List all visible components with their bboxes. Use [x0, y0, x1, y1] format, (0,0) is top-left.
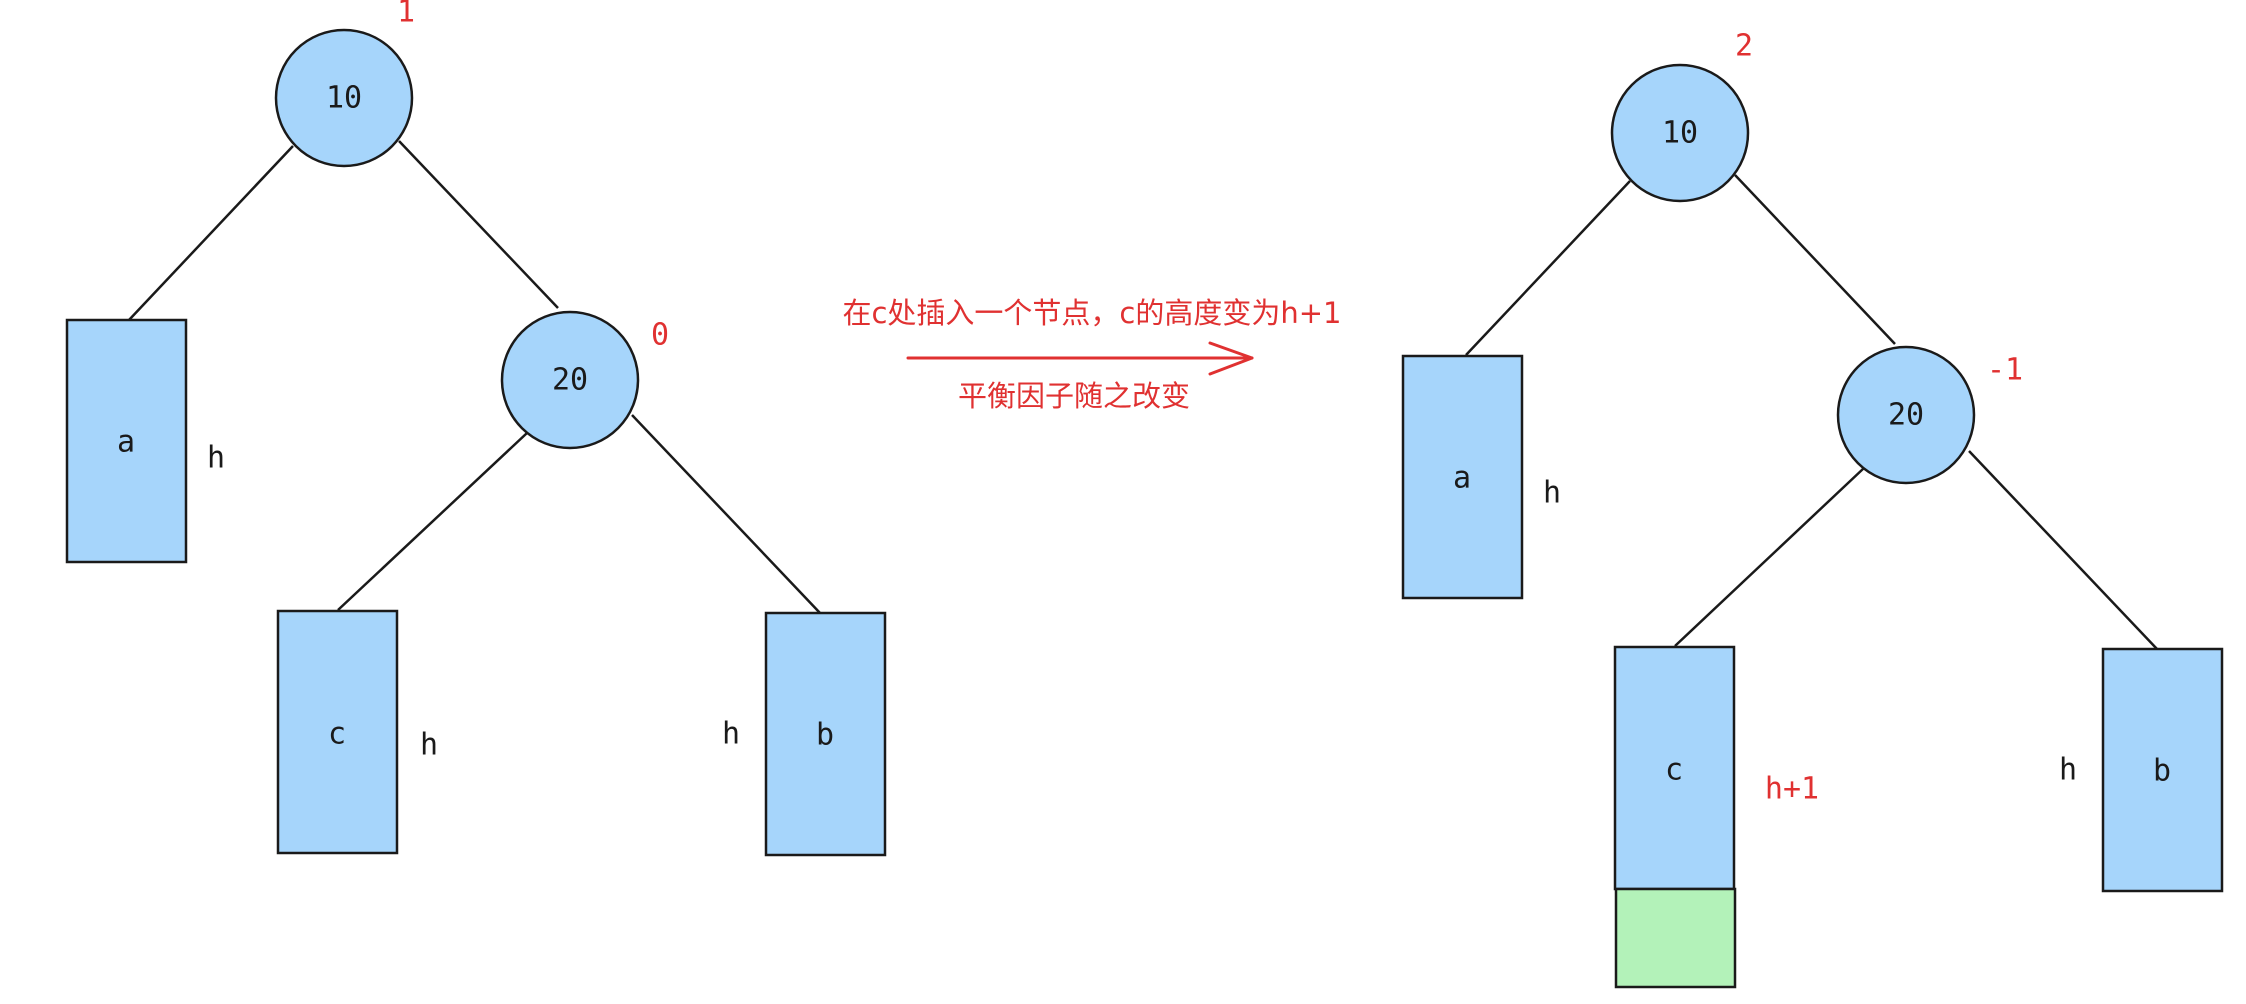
edge-20-b: [631, 414, 821, 614]
transition-arrow-head: [1208, 341, 1254, 376]
subtree-c-height: h+1: [1765, 772, 1819, 807]
root-balance-factor: 2: [1735, 29, 1753, 64]
root-node-value: 10: [326, 81, 362, 116]
subtree-c-height: h: [420, 728, 438, 763]
edge-20-c: [337, 432, 528, 611]
tree-before: 10 1 20 0 a h c h b h: [65, 0, 887, 857]
edge-root-a: [128, 145, 294, 321]
right-child-value: 20: [552, 363, 588, 398]
right-child-balance-factor: 0: [651, 318, 669, 353]
transition: 在c处插入一个节点，c的高度变为h+1 平衡因子随之改变: [842, 296, 1341, 413]
subtree-c-label: c: [1665, 753, 1683, 788]
subtree-c: [276, 609, 399, 855]
right-child-value: 20: [1888, 398, 1924, 433]
subtree-b-height: h: [722, 717, 740, 752]
right-child-node: [1836, 345, 1976, 485]
root-node: [274, 28, 414, 168]
inserted-node: [1614, 887, 1737, 989]
edge-root-20: [1734, 174, 1896, 345]
subtree-a: [1401, 354, 1524, 600]
transition-caption-top: 在c处插入一个节点，c的高度变为h+1: [842, 296, 1341, 330]
edge-root-20: [398, 140, 559, 309]
subtree-c-label: c: [328, 717, 346, 752]
edge-20-b: [1968, 450, 2158, 650]
edge-root-a: [1465, 180, 1631, 356]
root-balance-factor: 1: [397, 0, 415, 30]
subtree-a-label: a: [1453, 461, 1471, 496]
root-node-value: 10: [1662, 116, 1698, 151]
subtree-b: [2101, 647, 2224, 893]
subtree-a: [65, 318, 188, 564]
subtree-a-height: h: [1543, 476, 1561, 511]
subtree-b-height: h: [2059, 753, 2077, 788]
subtree-b: [764, 611, 887, 857]
subtree-a-label: a: [117, 425, 135, 460]
edge-20-c: [1674, 467, 1865, 647]
transition-caption-bottom: 平衡因子随之改变: [958, 379, 1190, 413]
root-node: [1610, 63, 1750, 203]
tree-after: 10 2 20 -1 a h c h+1 b h: [1401, 29, 2224, 989]
subtree-c: [1613, 645, 1736, 891]
right-child-node: [500, 310, 640, 450]
subtree-b-label: b: [816, 718, 834, 753]
right-child-balance-factor: -1: [1987, 353, 2023, 388]
subtree-b-label: b: [2153, 754, 2171, 789]
subtree-a-height: h: [207, 441, 225, 476]
